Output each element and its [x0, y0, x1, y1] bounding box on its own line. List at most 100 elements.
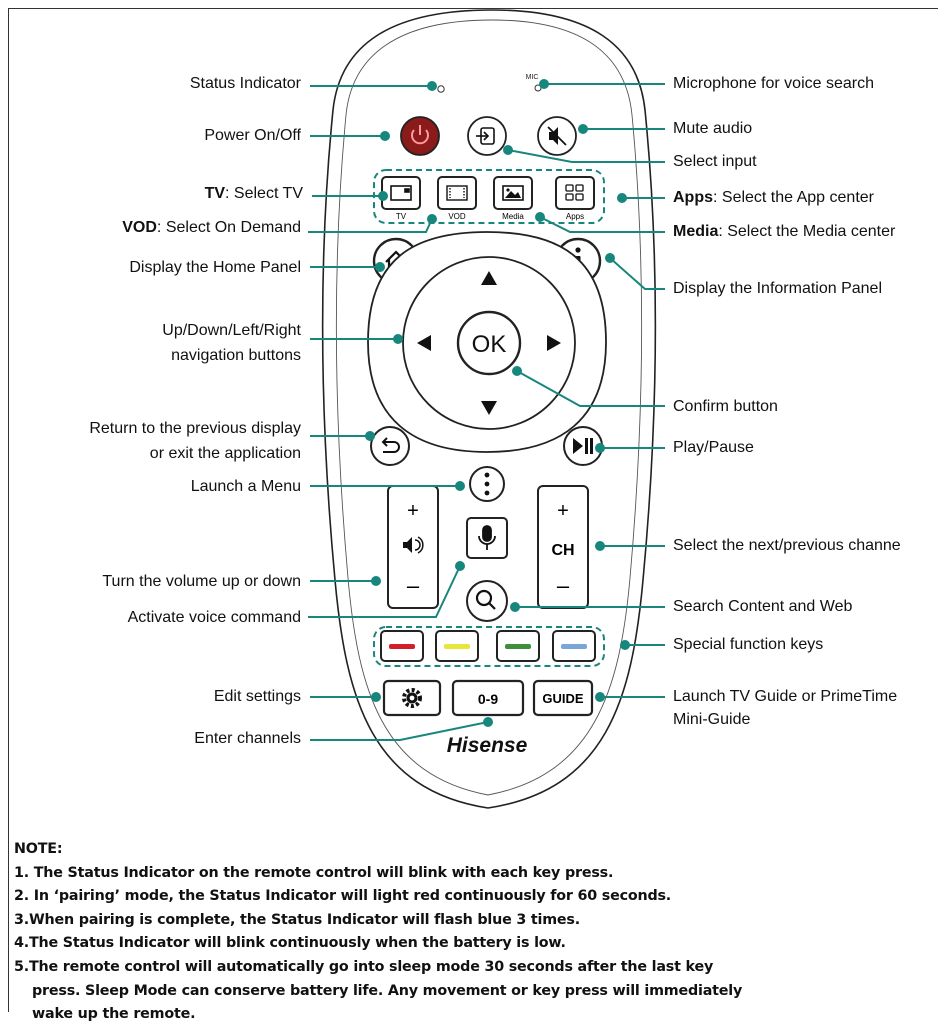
note-3: 3.When pairing is complete, the Status I…	[14, 911, 580, 928]
label-power: Power On/Off	[204, 127, 301, 144]
channel-ch-label: CH	[551, 542, 574, 559]
volume-rocker[interactable]: + –	[387, 485, 439, 609]
down-arrow-icon	[481, 401, 497, 415]
label-special-keys: Special function keys	[673, 636, 824, 653]
label-vod-bold: VOD	[122, 219, 157, 236]
label-tv: TV: Select TV	[205, 183, 303, 205]
note-4: 4.The Status Indicator will blink contin…	[14, 935, 566, 952]
tv-key-label: TV	[396, 212, 407, 221]
label-media: Media: Select the Media center	[673, 221, 895, 243]
channel-minus-label: –	[557, 573, 570, 598]
label-guide-line2: Mini-Guide	[673, 711, 751, 728]
note-1: 1. The Status Indicator on the remote co…	[14, 864, 614, 881]
vod-icon	[446, 185, 468, 201]
label-channel: Select the next/previous channe	[673, 537, 901, 554]
settings-button[interactable]	[382, 679, 442, 717]
apps-button[interactable]	[555, 176, 595, 210]
numbers-button[interactable]: 0-9	[451, 679, 525, 717]
leader-dots	[365, 79, 630, 727]
note-5-line1: 5.The remote control will automatically …	[14, 958, 714, 975]
note-5-line2: press. Sleep Mode can conserve battery l…	[32, 982, 743, 999]
blue-key[interactable]	[552, 630, 596, 662]
input-icon	[476, 127, 495, 145]
figure-frame	[8, 8, 938, 1012]
guide-key-label: GUIDE	[542, 691, 584, 706]
hisense-logo: Hisense	[447, 734, 528, 757]
gear-icon	[402, 688, 422, 708]
label-return-line2: or exit the application	[149, 445, 301, 462]
label-nav-line1: Up/Down/Left/Right	[162, 322, 301, 339]
label-status-indicator: Status Indicator	[189, 75, 301, 92]
apps-icon	[565, 184, 584, 201]
channel-plus-label: +	[557, 500, 569, 522]
status-indicator-led	[437, 85, 445, 93]
label-return-line1: Return to the previous display	[89, 420, 301, 437]
mute-icon	[547, 126, 567, 146]
label-media-rest: : Select the Media center	[718, 223, 896, 240]
search-icon	[475, 589, 496, 610]
power-icon	[411, 125, 429, 145]
apps-key-label: Apps	[566, 212, 584, 221]
leader-lines	[308, 83, 665, 741]
media-icon	[502, 185, 524, 201]
label-search: Search Content and Web	[673, 598, 853, 615]
label-apps-rest: : Select the App center	[713, 189, 874, 206]
label-volume: Turn the volume up or down	[102, 573, 301, 590]
label-apps: Apps: Select the App center	[673, 187, 874, 209]
guide-button[interactable]: GUIDE	[532, 679, 594, 717]
voice-button[interactable]	[466, 517, 508, 559]
play-pause-icon	[573, 438, 593, 454]
label-voice: Activate voice command	[127, 609, 301, 626]
label-media-bold: Media	[673, 223, 719, 240]
mute-button[interactable]	[537, 116, 577, 156]
channel-rocker[interactable]: + CH –	[537, 485, 589, 609]
label-mute: Mute audio	[673, 120, 753, 137]
notes-section: NOTE: 1. The Status Indicator on the rem…	[14, 838, 934, 1027]
label-apps-bold: Apps	[673, 189, 713, 206]
menu-button[interactable]	[469, 466, 505, 502]
return-button[interactable]	[370, 426, 410, 466]
speaker-icon	[403, 536, 424, 554]
right-arrow-icon	[547, 335, 561, 351]
tv-icon	[390, 185, 412, 201]
media-key-label: Media	[502, 212, 524, 221]
return-icon	[381, 437, 400, 453]
label-info-panel: Display the Information Panel	[673, 280, 882, 297]
label-input: Select input	[673, 153, 757, 170]
yellow-key[interactable]	[435, 630, 479, 662]
play-pause-button[interactable]	[563, 426, 603, 466]
label-play-pause: Play/Pause	[673, 439, 754, 456]
mic-label: MIC	[526, 74, 539, 81]
search-button[interactable]	[466, 580, 508, 622]
mic-icon	[478, 525, 496, 550]
tv-button[interactable]	[381, 176, 421, 210]
left-arrow-icon	[417, 335, 431, 351]
volume-minus-label: –	[407, 573, 420, 598]
ok-button[interactable]: OK	[456, 310, 522, 376]
notes-heading: NOTE:	[14, 841, 63, 857]
media-button[interactable]	[493, 176, 533, 210]
remote-diagram: MIC TV	[308, 9, 665, 809]
label-microphone: Microphone for voice search	[673, 75, 874, 92]
green-key[interactable]	[496, 630, 540, 662]
volume-plus-label: +	[407, 500, 419, 522]
label-settings: Edit settings	[213, 688, 301, 705]
note-2: 2. In ‘pairing’ mode, the Status Indicat…	[14, 888, 672, 905]
label-vod: VOD: Select On Demand	[122, 217, 301, 239]
label-menu: Launch a Menu	[190, 478, 301, 495]
color-keys-group	[373, 626, 605, 667]
label-vod-rest: : Select On Demand	[156, 219, 301, 236]
label-channels: Enter channels	[194, 730, 301, 747]
up-arrow-icon	[481, 271, 497, 285]
label-tv-rest: : Select TV	[225, 185, 303, 202]
vod-key-label: VOD	[448, 212, 466, 221]
numbers-key-label: 0-9	[478, 691, 498, 707]
ok-key-label: OK	[472, 331, 507, 358]
vod-button[interactable]	[437, 176, 477, 210]
note-5-line3: wake up the remote.	[32, 1006, 196, 1023]
input-button[interactable]	[467, 116, 507, 156]
label-home-panel: Display the Home Panel	[129, 259, 301, 276]
label-guide-line1: Launch TV Guide or PrimeTime	[673, 688, 898, 705]
red-key[interactable]	[380, 630, 424, 662]
power-button[interactable]	[400, 116, 440, 156]
